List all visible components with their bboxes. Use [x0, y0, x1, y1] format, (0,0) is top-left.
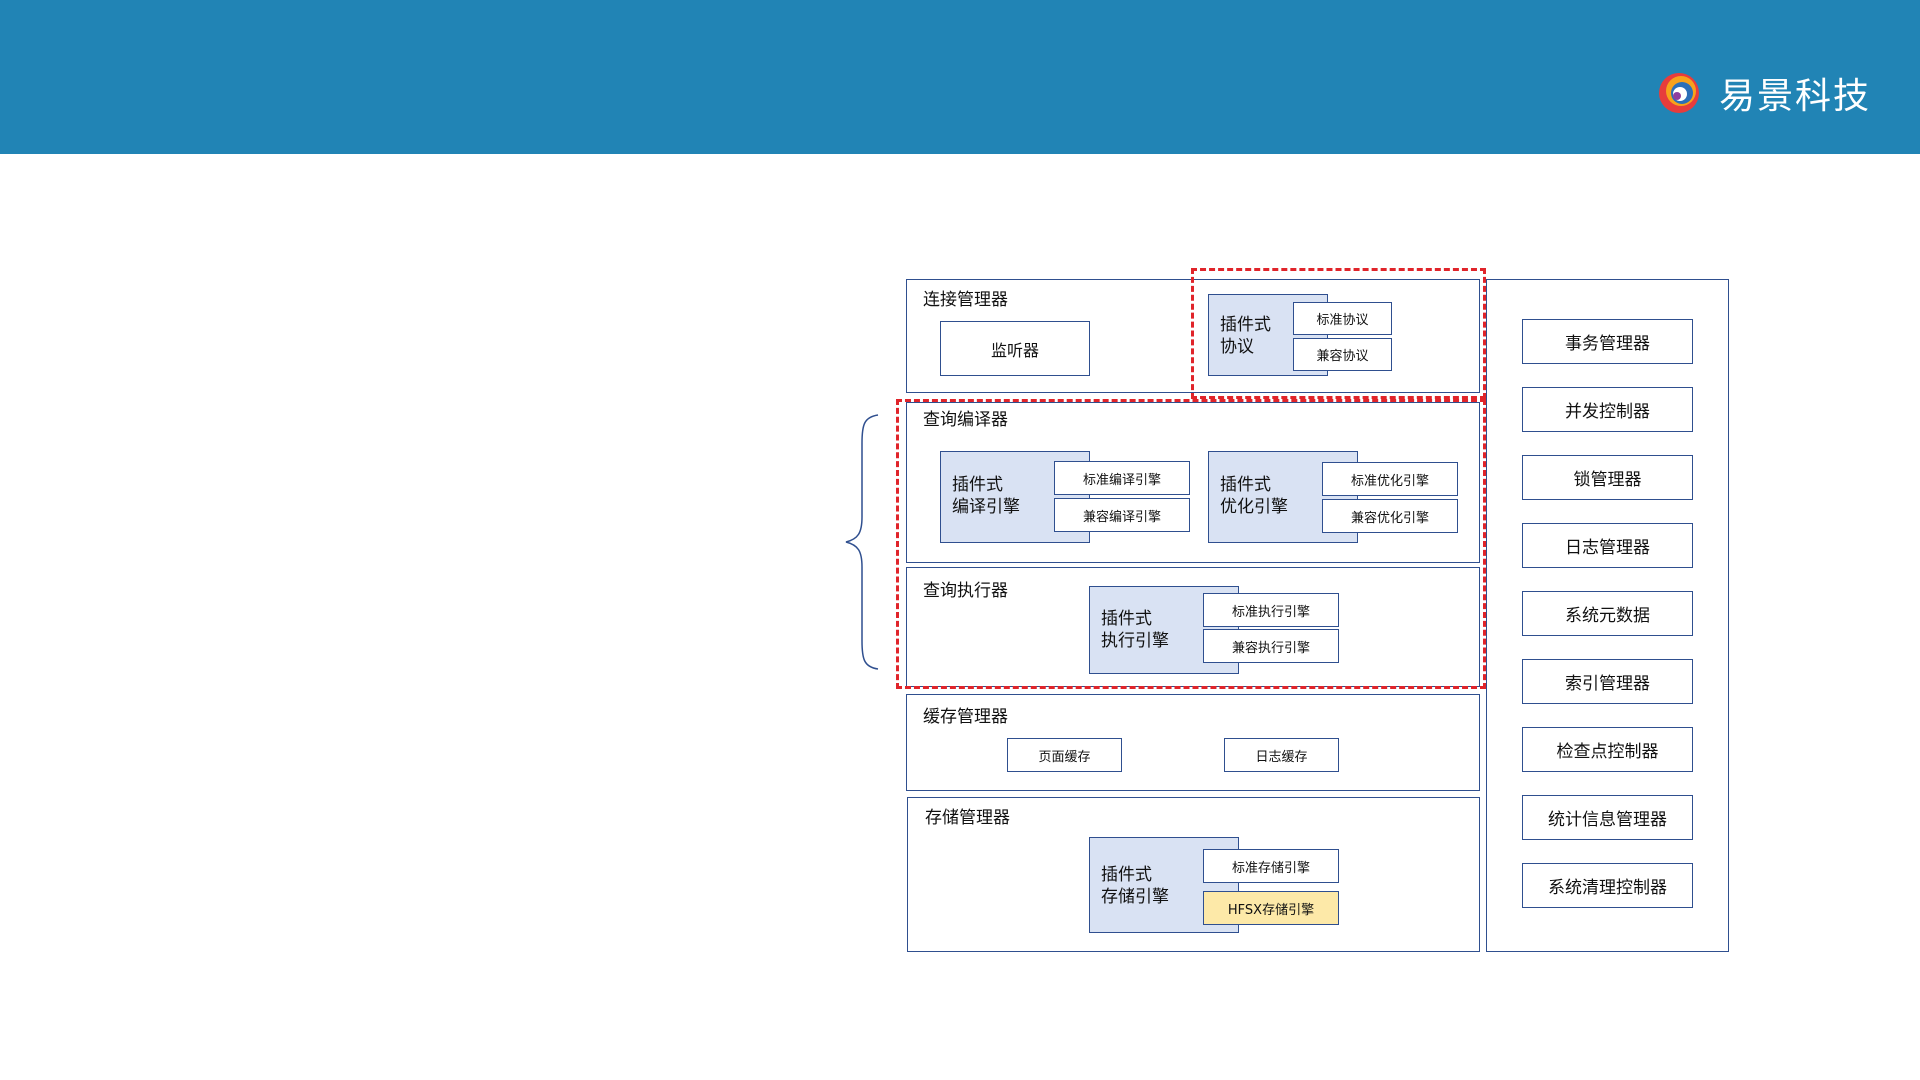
log-cache-box: 日志缓存 — [1224, 738, 1339, 772]
highlight-protocol — [1191, 268, 1486, 399]
hfsx-storage-box: HFSX存储引擎 — [1203, 891, 1339, 925]
cache-manager-title: 缓存管理器 — [923, 702, 1008, 727]
side-manager-item: 日志管理器 — [1522, 523, 1693, 568]
side-manager-item: 系统清理控制器 — [1522, 863, 1693, 908]
side-manager-item: 事务管理器 — [1522, 319, 1693, 364]
listener-box: 监听器 — [940, 321, 1090, 376]
storage-manager-title: 存储管理器 — [925, 803, 1010, 828]
page-cache-box: 页面缓存 — [1007, 738, 1122, 772]
side-manager-item: 索引管理器 — [1522, 659, 1693, 704]
connection-manager-title: 连接管理器 — [923, 285, 1008, 310]
plugin-storage-label: 插件式 存储引擎 — [1101, 864, 1169, 908]
ring-logo-icon — [1655, 69, 1703, 117]
side-manager-item: 并发控制器 — [1522, 387, 1693, 432]
side-manager-item: 统计信息管理器 — [1522, 795, 1693, 840]
header-bar: 易景科技 — [0, 0, 1920, 154]
standard-storage-box: 标准存储引擎 — [1203, 849, 1339, 883]
side-manager-item: 锁管理器 — [1522, 455, 1693, 500]
highlight-compiler-executor — [896, 399, 1486, 689]
curly-brace — [842, 413, 882, 671]
brand-name: 易景科技 — [1719, 67, 1871, 119]
side-manager-item: 系统元数据 — [1522, 591, 1693, 636]
side-manager-item: 检查点控制器 — [1522, 727, 1693, 772]
brand: 易景科技 — [1655, 68, 1871, 118]
